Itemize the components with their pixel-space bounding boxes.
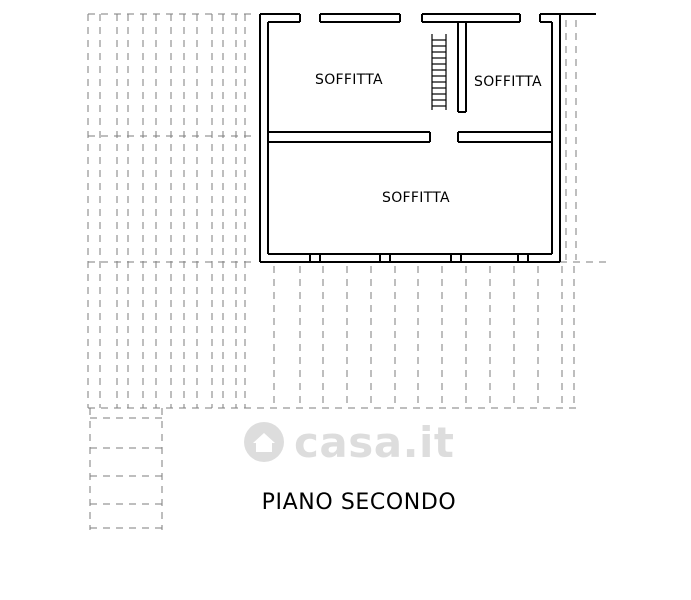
watermark-text: casa.it xyxy=(294,417,455,467)
staircase-icon xyxy=(431,34,447,110)
floor-plan-title: PIANO SECONDO xyxy=(261,490,457,515)
dashed-outline-grid xyxy=(87,13,612,530)
house-logo-icon xyxy=(244,422,284,462)
room-label-attic-top-right: SOFFITTA xyxy=(474,74,542,90)
watermark: casa.it xyxy=(242,417,455,467)
attic-walls xyxy=(259,13,596,263)
room-label-attic-bottom: SOFFITTA xyxy=(382,190,450,206)
wall-pillars xyxy=(309,253,529,263)
room-label-attic-top-left: SOFFITTA xyxy=(315,72,383,88)
